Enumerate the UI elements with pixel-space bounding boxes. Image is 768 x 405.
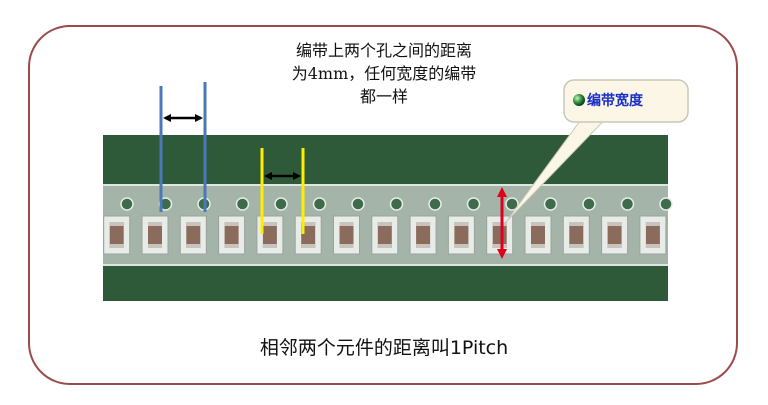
chip-component xyxy=(301,222,316,248)
chip-component xyxy=(109,222,124,248)
tape-photo xyxy=(103,135,673,301)
chip-component xyxy=(262,222,277,248)
sprocket-hole xyxy=(235,197,250,211)
component-pocket xyxy=(141,215,169,255)
chip-component xyxy=(339,222,354,248)
chip-component xyxy=(224,222,239,248)
sprocket-hole xyxy=(543,197,558,211)
component-pocket xyxy=(103,215,131,255)
component-pocket xyxy=(371,215,399,255)
callout-box xyxy=(563,79,689,123)
sprocket-hole xyxy=(428,197,442,211)
component-pocket xyxy=(256,215,284,255)
component-pocket xyxy=(409,215,437,255)
chip-component xyxy=(416,222,431,248)
sprocket-hole xyxy=(120,197,134,211)
chip-component xyxy=(148,222,162,248)
component-pocket xyxy=(486,215,514,255)
component-pocket xyxy=(639,215,667,255)
note-line-1: 编带上两个孔之间的距离 xyxy=(296,41,472,60)
component-pockets xyxy=(103,215,667,255)
chip-component xyxy=(186,222,201,248)
chip-component xyxy=(531,222,545,248)
sprocket-hole xyxy=(466,197,481,211)
sprocket-hole xyxy=(312,197,327,211)
tape-edge-top xyxy=(103,184,668,186)
tape-edge-bottom xyxy=(103,264,668,266)
note-line-2: 为4mm，任何宽度的编带 xyxy=(292,64,477,83)
sprocket-hole xyxy=(582,197,596,211)
component-pocket xyxy=(601,215,629,255)
component-pocket xyxy=(447,215,475,255)
component-pocket xyxy=(179,215,207,255)
callout-label: 编带宽度 xyxy=(587,92,644,109)
sprocket-hole xyxy=(274,197,288,211)
component-pocket xyxy=(294,215,322,255)
note-line-3: 都一样 xyxy=(360,87,408,106)
chip-component xyxy=(377,222,392,248)
chip-component xyxy=(569,222,584,248)
component-pocket xyxy=(333,215,360,255)
sprocket-hole xyxy=(351,197,365,211)
component-pocket xyxy=(524,215,552,255)
chip-component xyxy=(454,222,469,248)
rounded-frame xyxy=(28,25,738,385)
green-ball-bullet-icon xyxy=(573,94,585,106)
chip-component xyxy=(645,222,660,248)
sprocket-hole xyxy=(620,197,635,211)
chip-component xyxy=(607,222,622,248)
sprocket-hole xyxy=(389,197,404,211)
caption: 相邻两个元件的距离叫1Pitch xyxy=(260,337,508,359)
component-pocket xyxy=(218,215,246,255)
component-pocket xyxy=(562,215,590,255)
sprocket-hole xyxy=(659,197,673,211)
